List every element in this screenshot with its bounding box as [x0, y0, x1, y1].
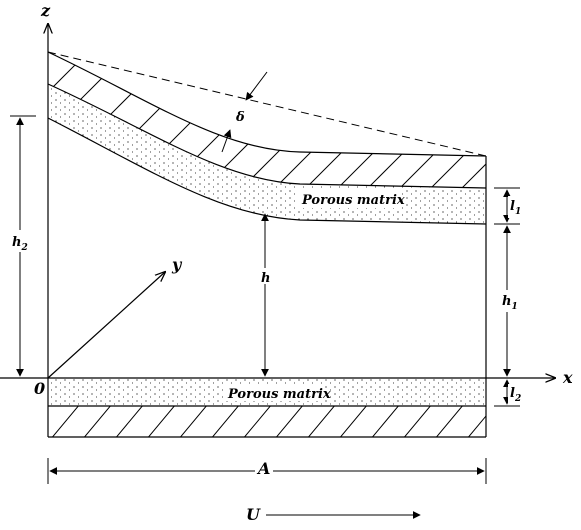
- h1-label-bg: [500, 290, 522, 312]
- bottom-porous-label: Porous matrix: [227, 387, 331, 402]
- h2-label: h2: [12, 235, 28, 253]
- top-surface-curve: [47, 51, 487, 157]
- origin-label: 0: [34, 379, 45, 398]
- h-label: h: [261, 271, 270, 286]
- bottom-porous-label-bg: [224, 384, 324, 401]
- l2-label-bg: [508, 384, 526, 404]
- x-axis-label: x: [562, 368, 573, 387]
- y-axis-line: [47, 272, 165, 379]
- h1-label: h1: [502, 294, 518, 312]
- h2-label-bg: [10, 230, 32, 252]
- y-axis-label: y: [171, 255, 183, 274]
- bottom-hatched-layer: [51, 406, 486, 437]
- delta-arrow-upper: [245, 71, 268, 101]
- u-label: U: [246, 505, 261, 524]
- l2-label: l2: [510, 386, 521, 404]
- l1-label: l1: [510, 199, 521, 217]
- delta-arrow-lower: [221, 129, 232, 153]
- top-porous-label-bg: [298, 190, 400, 208]
- top-porous-bottom-curve: [47, 117, 487, 225]
- a-label-bg: [255, 460, 273, 478]
- top-porous-label: Porous matrix: [301, 193, 405, 208]
- dashed-envelope-line: [47, 51, 487, 157]
- l1-label-bg: [508, 196, 526, 218]
- a-label: A: [256, 459, 270, 478]
- h-label-bg: [260, 268, 272, 284]
- z-axis-label: z: [40, 1, 51, 20]
- delta-label: δ: [235, 110, 245, 125]
